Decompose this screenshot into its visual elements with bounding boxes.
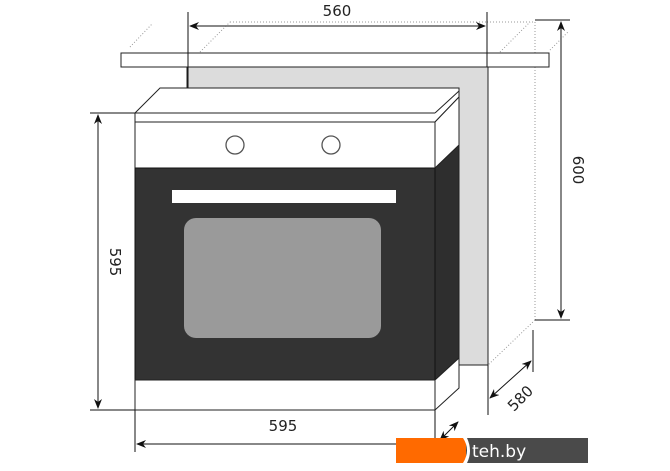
dimension-arrow-580 bbox=[489, 360, 532, 399]
label-niche-depth: 580 bbox=[504, 382, 537, 415]
label-oven-width: 595 bbox=[269, 417, 298, 435]
oven-side bbox=[434, 143, 460, 382]
label-oven-height: 595 bbox=[106, 248, 124, 277]
control-panel bbox=[134, 121, 436, 169]
watermark: teh.by bbox=[396, 438, 588, 463]
knob-right-icon bbox=[321, 135, 341, 155]
door-handle bbox=[172, 190, 396, 203]
label-niche-height: 600 bbox=[569, 156, 587, 185]
label-niche-width: 560 bbox=[323, 2, 352, 20]
watermark-text: teh.by bbox=[472, 442, 526, 462]
bottom-panel bbox=[134, 379, 436, 411]
door-window bbox=[184, 218, 381, 338]
oven-top bbox=[134, 87, 460, 123]
countertop bbox=[120, 52, 550, 68]
knob-left-icon bbox=[225, 135, 245, 155]
